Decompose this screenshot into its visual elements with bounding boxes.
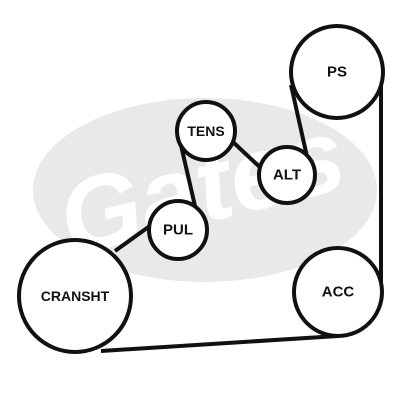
pulley-label-crankshaft: CRANSHT <box>41 288 110 304</box>
belt-segment-crank-acc <box>100 334 339 353</box>
pulley-crankshaft: CRANSHT <box>17 238 133 354</box>
pulley-label-alt: ALT <box>273 167 301 184</box>
pulley-label-acc: ACC <box>322 284 355 301</box>
pulley-label-tens: TENS <box>187 123 224 139</box>
pulley-ps: PS <box>289 24 385 120</box>
pulley-alt: ALT <box>257 145 317 205</box>
pulley-label-pul: PUL <box>163 222 193 239</box>
pulley-tens: TENS <box>175 100 237 162</box>
pulley-label-ps: PS <box>327 64 347 81</box>
pulley-pul: PUL <box>147 199 209 261</box>
pulley-acc: ACC <box>292 246 384 338</box>
